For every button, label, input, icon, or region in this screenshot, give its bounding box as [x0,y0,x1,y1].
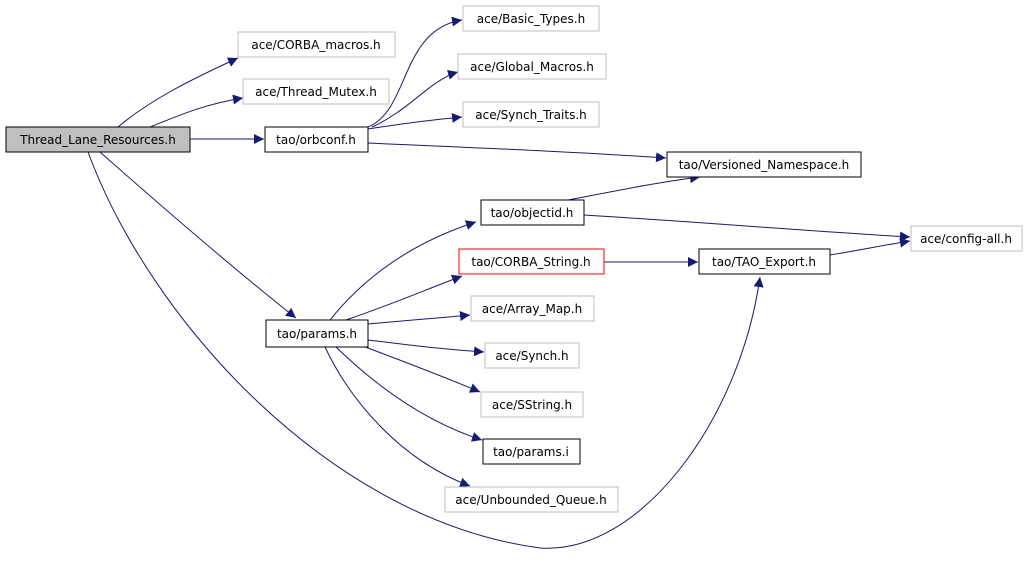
node-tao-export[interactable]: tao/TAO_Export.h [698,248,831,275]
node-label: tao/params.h [277,327,357,341]
edge-orbconf-to-global-macros [371,69,459,128]
edge-params-to-unbounded-queue [324,346,471,488]
node-label: tao/TAO_Export.h [712,255,816,269]
node-thread-lane-resources[interactable]: Thread_Lane_Resources.h [5,126,191,153]
node-params-i[interactable]: tao/params.i [482,438,581,465]
edge-params-to-array-map [367,311,471,325]
node-label: ace/Basic_Types.h [477,12,585,26]
node-label: tao/CORBA_String.h [471,255,590,269]
node-label: ace/CORBA_macros.h [251,38,380,52]
node-sstring[interactable]: ace/SString.h [480,391,584,418]
node-label: tao/orbconf.h [276,133,356,147]
edge-orbconf-to-synch-traits [367,112,463,130]
edge-objectid-to-config-all [583,214,911,242]
edge-params-to-objectid [329,220,477,321]
node-label: ace/Synch.h [495,349,568,363]
node-objectid[interactable]: tao/objectid.h [480,199,585,226]
node-array-map[interactable]: ace/Array_Map.h [470,295,595,322]
node-label: tao/Versioned_Namespace.h [679,158,850,172]
node-label: ace/SString.h [492,398,572,412]
node-label: ace/Synch_Traits.h [475,108,586,122]
edge-thread-lane-resources-to-corba-macros [117,57,239,128]
node-thread-mutex[interactable]: ace/Thread_Mutex.h [242,78,390,105]
node-label: ace/Global_Macros.h [470,60,594,74]
node-basic-types[interactable]: ace/Basic_Types.h [462,5,600,32]
node-label: tao/objectid.h [491,206,574,220]
edge-orbconf-to-versioned-namespace [367,142,667,163]
node-orbconf[interactable]: tao/orbconf.h [264,126,369,153]
node-synch-traits[interactable]: ace/Synch_Traits.h [462,101,600,128]
edge-params-to-synch [367,339,485,357]
edge-thread-lane-resources-to-tao-export [87,151,764,549]
node-corba-string[interactable]: tao/CORBA_String.h [458,248,605,275]
node-synch[interactable]: ace/Synch.h [484,342,580,369]
node-params[interactable]: tao/params.h [265,319,369,348]
node-label: ace/Thread_Mutex.h [255,85,377,99]
edge-objectid-to-versioned-namespace [567,173,701,201]
edge-thread-lane-resources-to-params [99,151,297,319]
node-label: ace/config-all.h [920,232,1012,246]
node-unbounded-queue[interactable]: ace/Unbounded_Queue.h [444,486,619,513]
edge-tao-export-to-config-all [829,237,911,256]
node-global-macros[interactable]: ace/Global_Macros.h [457,53,607,80]
edge-orbconf-to-basic-types [367,16,463,128]
node-label: ace/Array_Map.h [482,302,582,316]
node-label: tao/params.i [493,445,569,459]
node-config-all[interactable]: ace/config-all.h [910,225,1023,252]
node-corba-macros[interactable]: ace/CORBA_macros.h [237,31,396,58]
node-label: ace/Unbounded_Queue.h [455,493,606,507]
edge-params-to-sstring [359,344,481,393]
node-label: Thread_Lane_Resources.h [19,133,176,147]
edge-params-to-params-i [335,346,483,442]
edge-thread-lane-resources-to-thread-mutex [149,94,244,128]
edge-params-to-corba-string [345,274,463,321]
node-versioned-namespace[interactable]: tao/Versioned_Namespace.h [666,151,862,178]
